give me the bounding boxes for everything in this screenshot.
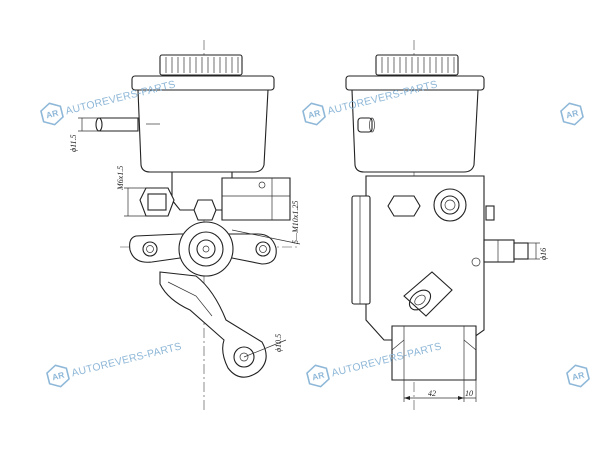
watermark-bottom-right: AR <box>566 364 590 388</box>
watermark-logo-letters: AR <box>51 370 65 383</box>
ar-logo-icon <box>560 102 584 126</box>
flange-thread-label: 5—M10x1.25 <box>291 201 300 244</box>
watermark-logo-letters: AR <box>565 108 579 121</box>
watermark-brand-text: AUTOREVERS-PARTS <box>70 340 182 379</box>
inlet-tube <box>95 117 139 132</box>
width-42-label: 42 <box>428 389 436 398</box>
left-dimensions <box>78 117 301 358</box>
right-dimensions <box>403 242 540 402</box>
right-reservoir-cap <box>375 54 459 76</box>
watermark-logo-letters: AR <box>571 370 585 383</box>
inlet-diameter-label: ϕ11.5 <box>69 134 78 152</box>
ar-logo-icon <box>306 364 330 388</box>
watermark-logo-letters: AR <box>307 108 321 121</box>
reservoir-body <box>131 75 275 173</box>
pump-housing <box>129 171 291 378</box>
watermark-logo-letters: AR <box>45 108 59 121</box>
ar-logo-icon <box>566 364 590 388</box>
ar-logo-icon <box>40 102 64 126</box>
watermark-logo-letters: AR <box>311 370 325 383</box>
reservoir-cap <box>159 54 243 76</box>
ar-logo-icon <box>302 102 326 126</box>
reservoir-thread-label: M6x1.5 <box>116 166 125 191</box>
ar-logo-icon <box>46 364 70 388</box>
right-view <box>345 40 540 410</box>
watermark-bottom-left: AR AUTOREVERS-PARTS <box>46 340 183 388</box>
width-10-label: 10 <box>465 389 473 398</box>
bracket-hole-label: ϕ10.5 <box>274 334 283 352</box>
right-reservoir-body <box>345 75 485 173</box>
right-pump-housing <box>351 175 529 381</box>
left-view <box>78 40 301 410</box>
outlet-diameter-label: ϕ16 <box>539 248 548 260</box>
watermark-top-right: AR <box>560 102 584 126</box>
